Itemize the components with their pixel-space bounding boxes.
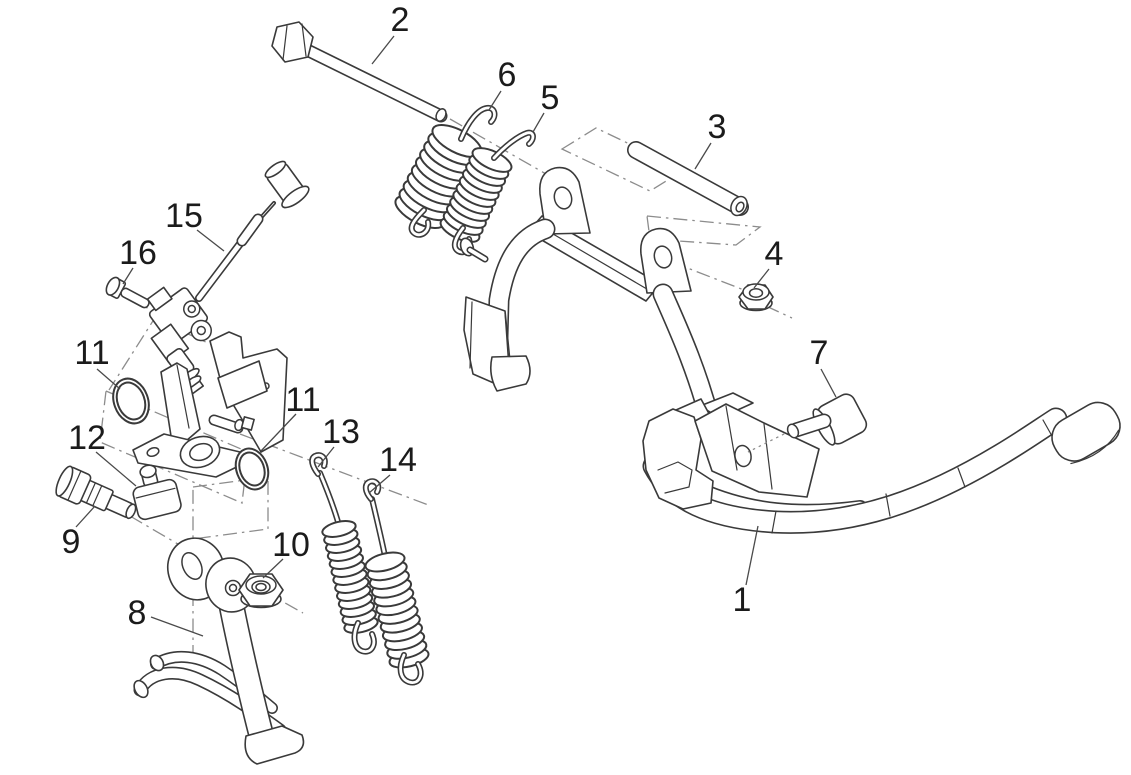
leader-line-part-2: [371, 35, 395, 65]
part-9-bolt: [55, 465, 137, 520]
tube-core: [410, 208, 430, 237]
tube-core: [353, 621, 376, 653]
part-label-12: 12: [68, 419, 106, 457]
tube-core: [370, 497, 388, 563]
spring-coil-loop: [364, 551, 406, 573]
part-3-pivot-pin: [627, 141, 749, 217]
leader-line-part-12: [95, 451, 137, 487]
part-label-14: 14: [379, 441, 417, 479]
part-label-8: 8: [128, 594, 147, 632]
part-1-center-stand: [459, 166, 1121, 534]
part-8-stand-leg: [133, 537, 305, 765]
part-2-pivot-bolt: [271, 21, 448, 123]
leader-line-part-6: [488, 90, 502, 111]
mount-plate: [694, 403, 820, 498]
part-label-9: 9: [62, 523, 81, 561]
part-16-screw: [105, 276, 150, 309]
part-label-11: 11: [285, 381, 320, 419]
part-label-4: 4: [765, 235, 784, 273]
part-14-spring: [362, 478, 430, 686]
tube-core: [210, 416, 242, 432]
tube-core: [218, 586, 275, 754]
part-5-spring: [439, 129, 536, 256]
part-label-5: 5: [541, 79, 560, 117]
leader-line-part-8: [150, 616, 204, 637]
part-6-spring: [394, 104, 498, 238]
leader-line-part-15: [196, 229, 225, 252]
part-label-6: 6: [498, 56, 517, 94]
left-leg-foot-pad: [490, 355, 531, 392]
part-label-16: 16: [119, 234, 157, 272]
tube-core: [399, 653, 422, 684]
leader-line-part-10: [262, 558, 284, 579]
tube-core: [488, 220, 554, 381]
leader-line-part-14: [368, 474, 391, 494]
part-4-flange-nut: [738, 283, 774, 312]
tube-core: [790, 415, 830, 436]
part-11-oring-left: [112, 377, 150, 425]
part-13-spring: [309, 452, 379, 655]
stop-bracket: [642, 408, 714, 510]
spring-coil-loop: [321, 520, 357, 538]
tube-core: [628, 142, 748, 215]
leader-line-part-3: [694, 142, 712, 170]
part-label-15: 15: [165, 197, 203, 235]
leg-foot-plate: [244, 725, 305, 765]
leader-line-part-1: [745, 525, 759, 586]
leader-line-part-5: [532, 112, 545, 133]
leader-line-part-9: [75, 505, 96, 528]
tube-core: [364, 479, 380, 501]
leader-line-part-11: [260, 413, 297, 452]
leader-line-part-16: [122, 267, 134, 285]
part-label-7: 7: [810, 334, 829, 372]
part-12-pad-block: [132, 464, 182, 521]
pedal-pad: [1051, 401, 1121, 465]
tube-core: [298, 43, 446, 121]
leader-line-part-13: [317, 446, 335, 468]
leader-line-part-7: [820, 368, 837, 398]
tube-core: [468, 248, 487, 261]
leader-line-part-4: [753, 268, 770, 289]
part-label-1: 1: [733, 581, 752, 619]
part-label-11: 11: [74, 334, 109, 372]
part-11-oring-right: [234, 447, 270, 491]
buffer-axis-line: [747, 430, 791, 453]
part-label-3: 3: [708, 108, 727, 146]
tube-core: [459, 106, 496, 141]
part-label-2: 2: [391, 1, 410, 39]
tube-core: [492, 131, 535, 160]
part-10-flange-nut: [238, 573, 284, 609]
part-label-10: 10: [272, 526, 310, 564]
tube-core: [238, 215, 262, 245]
part-15-switch-assembly: [146, 160, 310, 395]
tube-core: [310, 453, 327, 476]
leader-line-part-11: [96, 368, 121, 390]
tube-core: [318, 471, 342, 531]
mount-bracket: [132, 331, 288, 478]
part-7-buffer: [786, 393, 868, 446]
part-label-13: 13: [322, 413, 360, 451]
